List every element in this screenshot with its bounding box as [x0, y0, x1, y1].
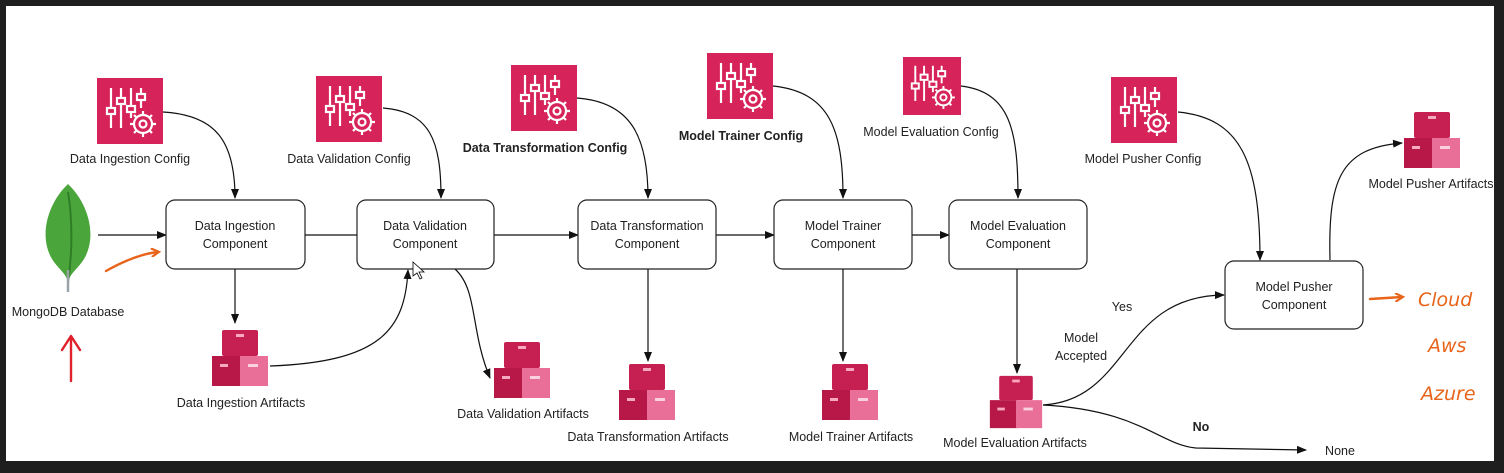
config-icon — [97, 78, 163, 144]
config-icon — [903, 57, 961, 115]
red-arrow-annotation — [60, 334, 82, 383]
mongodb-leaf-icon — [45, 184, 91, 292]
config-label-ingestion: Data Ingestion Config — [70, 152, 190, 166]
config-label-trainer: Model Trainer Config — [679, 129, 803, 143]
decision-yes-label: Yes — [1112, 300, 1132, 314]
config-label-validation: Data Validation Config — [287, 152, 411, 166]
component-label-line2: Component — [393, 237, 458, 251]
decision-no-label: No — [1193, 420, 1210, 434]
component-label-line2: Component — [203, 237, 268, 251]
component-label-line2: Component — [1262, 298, 1327, 312]
component-transformation[interactable]: Data Transformation Component — [577, 199, 717, 270]
annotation-aws: Aws — [1426, 335, 1467, 357]
config-icon — [511, 65, 577, 131]
source-label: MongoDB Database — [12, 305, 125, 319]
component-label-line1: Data Transformation — [590, 219, 703, 233]
component-validation[interactable]: Data Validation Component — [356, 199, 495, 270]
decision-none-label: None — [1325, 444, 1355, 458]
edges — [98, 85, 1403, 454]
component-label-line2: Component — [615, 237, 680, 251]
annotation-cloud: Cloud — [1418, 289, 1473, 311]
component-pusher[interactable]: Model Pusher Component — [1224, 260, 1364, 330]
component-ingestion[interactable]: Data Ingestion Component — [165, 199, 306, 270]
decision-label-line1: Model — [1064, 331, 1098, 345]
artifact-label-ingestion: Data Ingestion Artifacts — [177, 396, 306, 410]
artifact-label-validation: Data Validation Artifacts — [457, 407, 589, 421]
orange-arrow-annotation — [104, 252, 158, 273]
component-trainer[interactable]: Model Trainer Component — [773, 199, 913, 270]
component-label-line2: Component — [811, 237, 876, 251]
decision-label-line2: Accepted — [1055, 349, 1107, 363]
artifact-label-trainer: Model Trainer Artifacts — [789, 430, 913, 444]
component-label-line1: Data Ingestion — [195, 219, 276, 233]
cloud-arrow-annotation — [1368, 297, 1402, 299]
component-label-line1: Model Pusher — [1255, 280, 1332, 294]
component-evaluation[interactable]: Model Evaluation Component — [948, 199, 1088, 270]
config-label-pusher: Model Pusher Config — [1085, 152, 1202, 166]
config-label-evaluation: Model Evaluation Config — [863, 125, 999, 139]
component-label-line1: Model Evaluation — [970, 219, 1066, 233]
annotation-azure: Azure — [1419, 383, 1476, 405]
component-label-line1: Model Trainer — [805, 219, 881, 233]
config-icon — [707, 53, 773, 119]
component-label-line2: Component — [986, 237, 1051, 251]
artifact-label-transformation: Data Transformation Artifacts — [567, 430, 728, 444]
mouse-cursor-icon — [412, 261, 426, 280]
config-icon — [1111, 77, 1177, 143]
artifact-label-pusher: Model Pusher Artifacts — [1368, 177, 1493, 191]
config-label-transformation: Data Transformation Config — [463, 141, 628, 155]
artifact-label-evaluation: Model Evaluation Artifacts — [943, 436, 1087, 450]
component-label-line1: Data Validation — [383, 219, 467, 233]
config-icon — [316, 76, 382, 142]
